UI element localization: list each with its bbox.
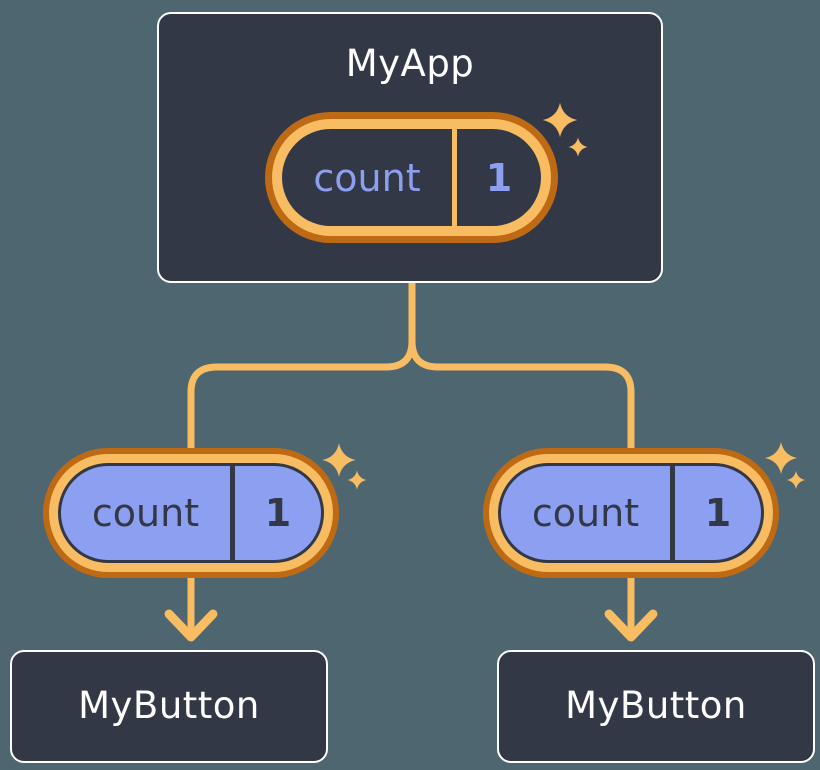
pill-fill: count 1 [61,466,321,560]
pill-divider [670,466,675,560]
state-name-label: count [91,491,200,535]
pill-body: count 1 [58,463,324,563]
arrow-down-icon [164,609,218,642]
sparkle-icon [765,442,797,474]
sparkle-icon [786,470,806,490]
component-label: MyApp [345,42,475,85]
pill-ring: count 1 [49,454,333,572]
pill-ring: count 1 [272,119,551,236]
state-name-label: count [531,491,640,535]
component-node-mybutton-right: MyButton [497,650,815,763]
sparkle-icon [322,443,356,477]
pill-fill: count 1 [501,466,761,560]
state-value-label: 1 [264,491,292,535]
arrow-down-icon [604,609,658,642]
component-label: MyButton [78,684,260,728]
state-pill-right-mybutton: count 1 [483,448,779,578]
pill-divider [452,129,457,226]
state-value-label: 1 [485,155,513,200]
state-value-label: 1 [704,491,732,535]
pill-body: count 1 [498,463,764,563]
state-pill-left-mybutton: count 1 [43,448,339,578]
pill-ring: count 1 [489,454,773,572]
component-label: MyButton [565,684,747,728]
state-pill-myapp: count 1 [265,112,558,243]
component-node-mybutton-left: MyButton [10,650,328,763]
state-name-label: count [313,155,421,200]
sparkle-icon [347,470,367,490]
pill-body: count 1 [282,129,541,226]
